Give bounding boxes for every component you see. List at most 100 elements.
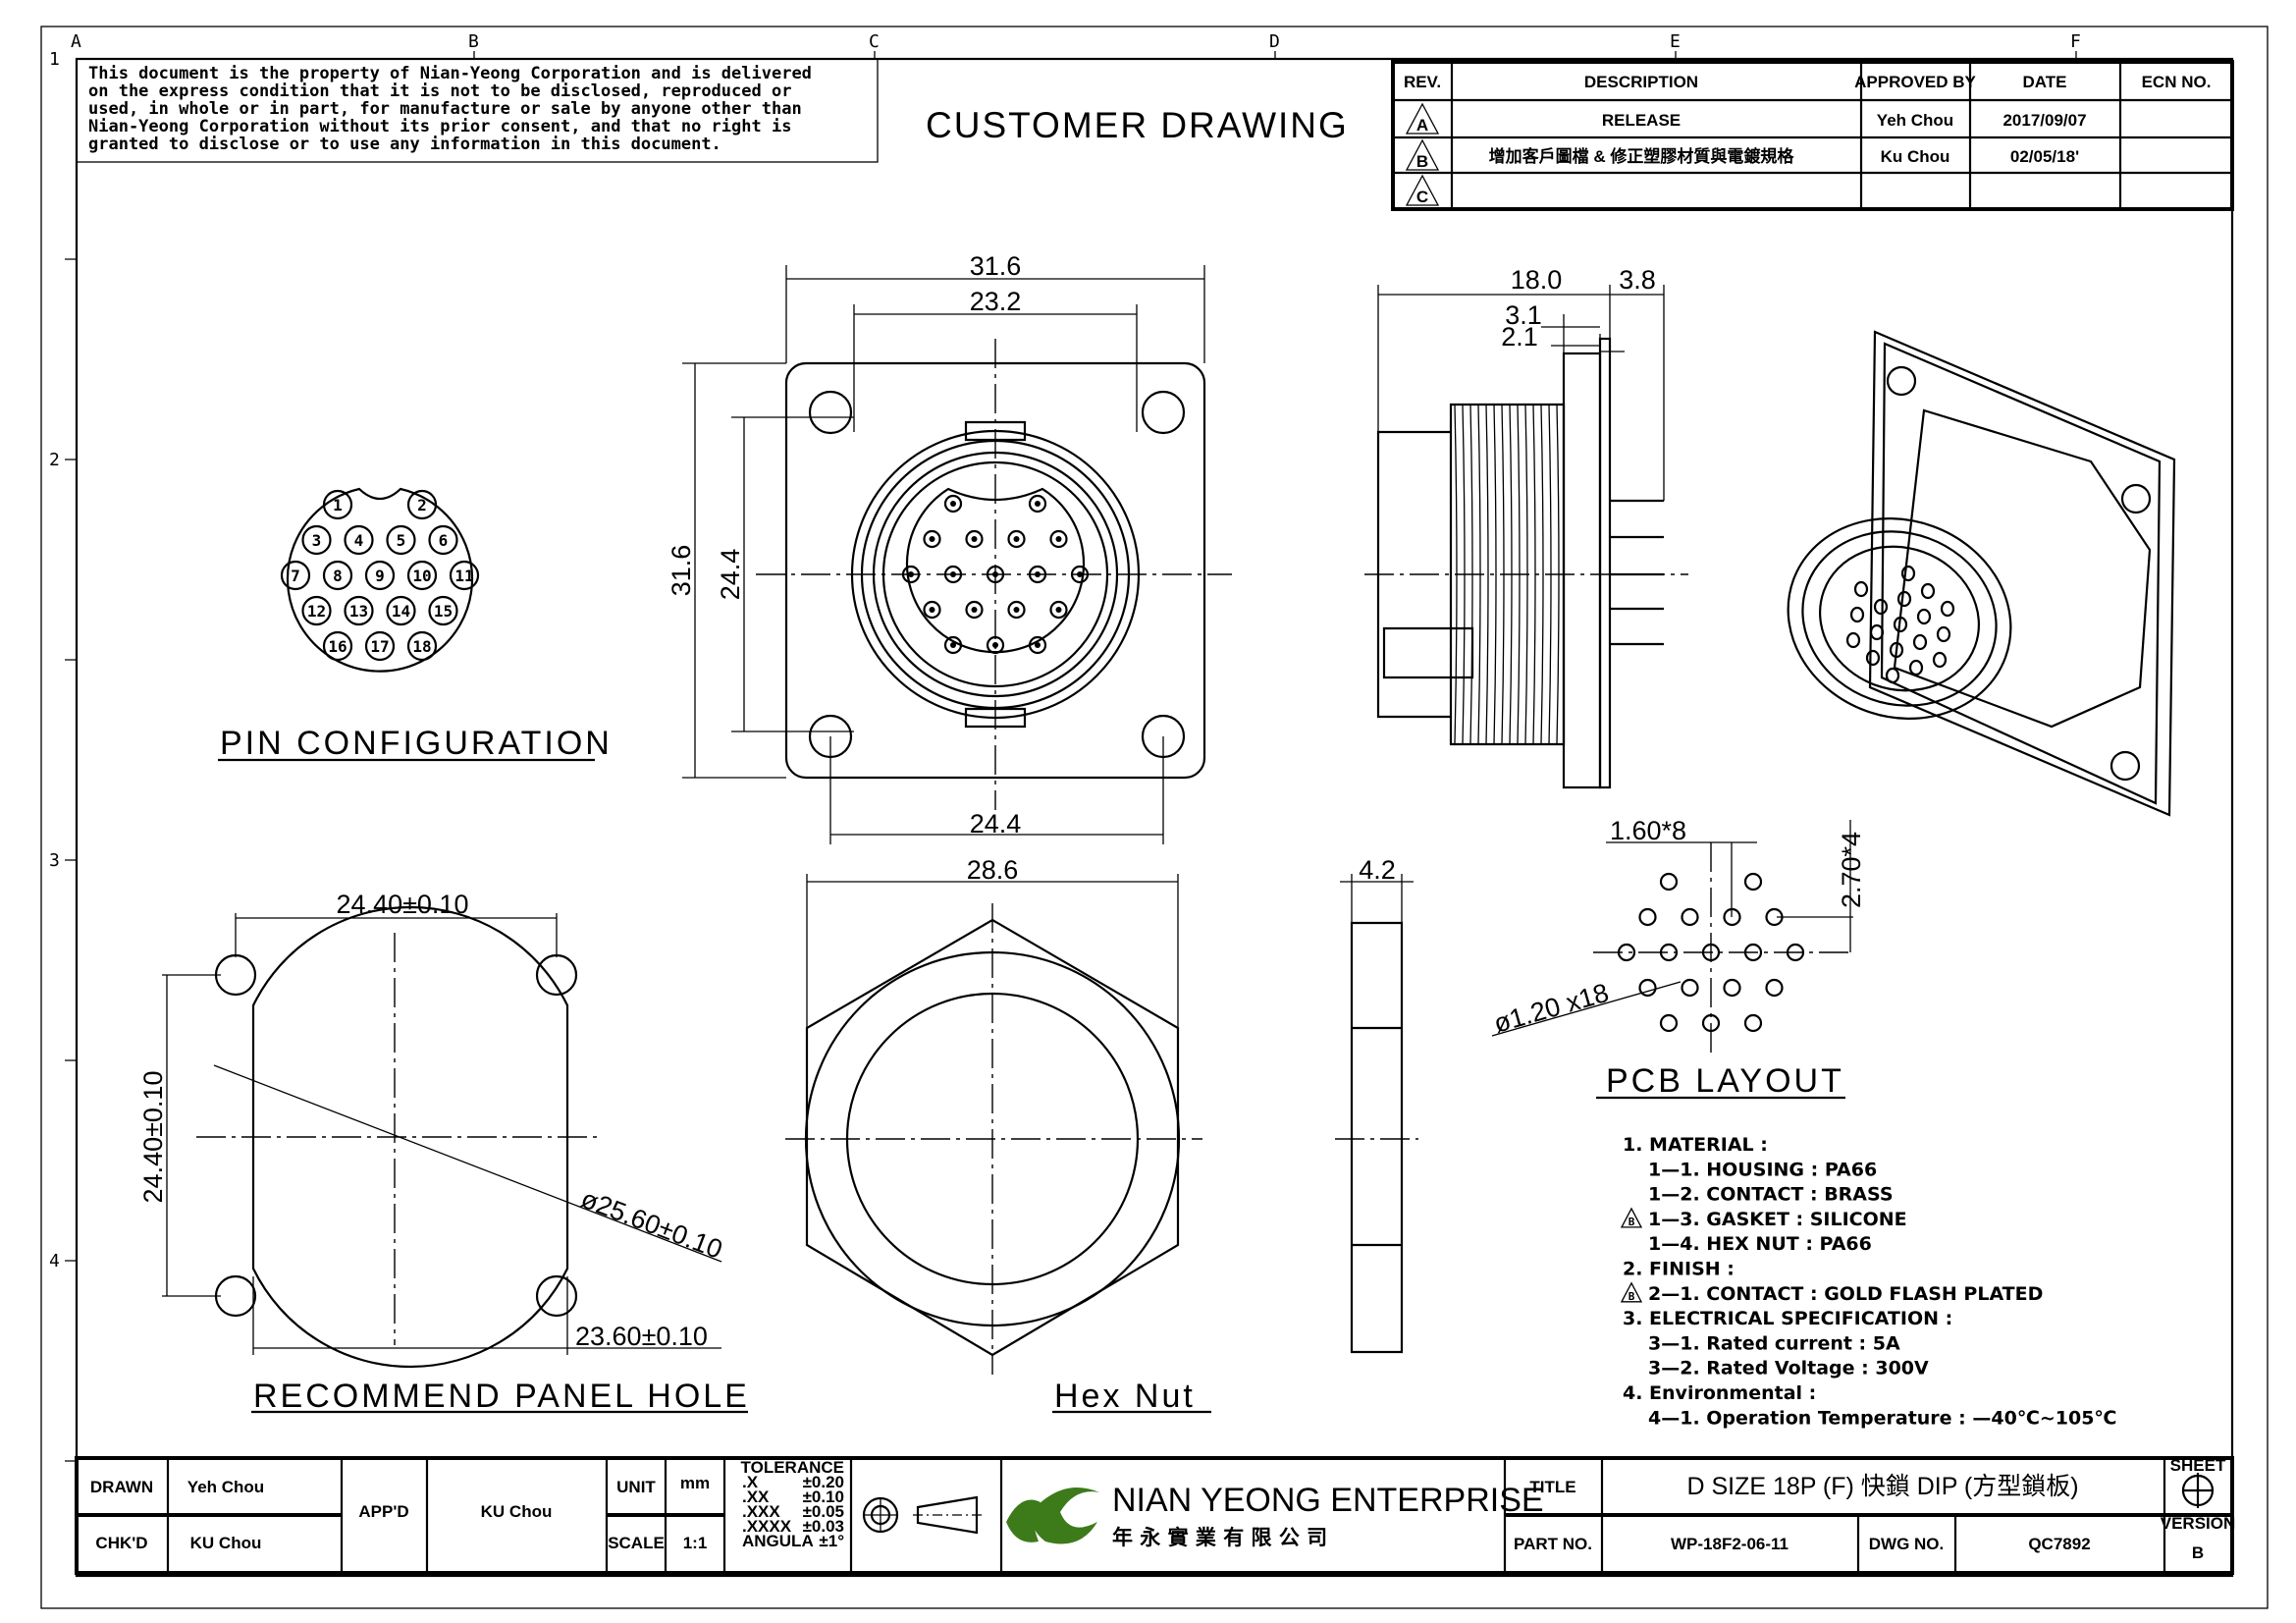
- tolerance-value: ±0.05: [803, 1502, 844, 1521]
- dim-front-width-inner: 23.2: [970, 287, 1022, 316]
- iso-contact: [1936, 625, 1951, 643]
- isometric-view: [1787, 330, 2176, 817]
- dwg-number-label: DWG NO.: [1869, 1535, 1945, 1553]
- pcb-hole: [1723, 978, 1741, 998]
- row-marker: 1: [49, 49, 60, 70]
- frame-row-markers: 1 2 3 4: [49, 49, 60, 1271]
- pin-number: 11: [454, 567, 473, 585]
- dim-panel-diameter: ø25.60±0.10: [577, 1184, 726, 1265]
- pcb-hole: [1659, 872, 1679, 892]
- pin-number: 8: [333, 567, 343, 585]
- pin-circle: [322, 560, 353, 591]
- iso-contact: [1849, 606, 1865, 623]
- rev-letter: B: [1416, 152, 1428, 171]
- pin-number: 7: [291, 567, 300, 585]
- title-label: TITLE: [1529, 1478, 1575, 1496]
- title-block: DRAWN Yeh Chou CHK'D KU Chou APP'D KU Ch…: [75, 1456, 2235, 1575]
- drawing-title: D SIZE 18P (F) 快鎖 DIP (方型鎖板): [1686, 1473, 2078, 1500]
- company-name: NIAN YEONG ENTERPRISE: [1112, 1482, 1544, 1519]
- recommend-panel-hole-view: 24.40±0.10 24.40±0.10 ø25.60±0.10 23.60±…: [138, 890, 750, 1415]
- iso-contact: [1912, 633, 1928, 651]
- iso-contact: [1893, 616, 1908, 633]
- dim-front-width-outer: 31.6: [970, 251, 1022, 281]
- dim-hex-across: 28.6: [967, 855, 1019, 885]
- note-revision-mark: B: [1629, 1216, 1635, 1228]
- pcb-layout-label: PCB LAYOUT: [1606, 1062, 1844, 1100]
- note-line: 4—1. Operation Temperature : —40℃~105℃: [1648, 1407, 2116, 1429]
- dim-side-length: 18.0: [1511, 265, 1563, 295]
- part-number: WP-18F2-06-11: [1671, 1535, 1789, 1553]
- rev-approved-by: Ku Chou: [1881, 147, 1950, 166]
- thread-line: [1493, 404, 1497, 745]
- note-line: 1—2. CONTACT : BRASS: [1648, 1184, 1894, 1206]
- pin-circle: [428, 524, 458, 556]
- part-number-label: PART NO.: [1514, 1535, 1592, 1553]
- tolerance-value: ±0.03: [803, 1517, 844, 1536]
- company-name-chinese: 年 永 實 業 有 限 公 司: [1112, 1526, 1327, 1549]
- pin-configuration-label: PIN CONFIGURATION: [220, 725, 613, 762]
- contact: [1028, 494, 1047, 514]
- dim-front-height-inner: 24.4: [716, 549, 745, 601]
- pin-number: 6: [439, 531, 449, 550]
- contact-center: [971, 607, 978, 613]
- dim-pcb-hole: ø1.20 x18: [1490, 978, 1612, 1039]
- pin-circle: [406, 489, 438, 520]
- iso-contact: [1932, 651, 1948, 669]
- projection-symbol-icon: [862, 1495, 982, 1535]
- date-header: DATE: [2022, 73, 2066, 91]
- version-value: B: [2192, 1543, 2204, 1562]
- revision-row: A RELEASE Yeh Chou 2017/09/07: [1405, 102, 2087, 135]
- pin-circle: [301, 595, 332, 626]
- pin-number: 5: [397, 531, 406, 550]
- col-marker: D: [1269, 31, 1280, 52]
- pin-circle: [428, 595, 458, 626]
- iso-contact: [1869, 623, 1885, 641]
- tolerance-label: TOLERANCE: [741, 1458, 844, 1477]
- pin-circle: [322, 489, 353, 520]
- dim-side-flange: 3.8: [1619, 265, 1656, 295]
- contact: [923, 600, 941, 620]
- customer-drawing-title: CUSTOMER DRAWING: [926, 105, 1349, 145]
- tolerance-precision: .XXXX: [742, 1517, 792, 1536]
- pin-number: 12: [307, 602, 326, 621]
- approved-value: KU Chou: [481, 1502, 553, 1521]
- checked-value: KU Chou: [190, 1534, 262, 1552]
- pin-circle: [344, 524, 374, 556]
- dim-side-d1: 3.1: [1505, 300, 1542, 330]
- pin-circle: [406, 560, 438, 591]
- note-line: 1. MATERIAL :: [1623, 1134, 1768, 1156]
- hex-nut-view: 28.6 Hex Nut 4.2: [785, 855, 1418, 1415]
- side-view: 18.0 3.8 3.1 2.1: [1364, 265, 1688, 789]
- note-line: 2. FINISH :: [1623, 1259, 1735, 1280]
- contact-center: [971, 536, 978, 542]
- pcb-hole: [1743, 872, 1763, 892]
- scale-label: SCALE: [608, 1534, 665, 1552]
- contact-center: [1035, 642, 1041, 648]
- unit-label: UNIT: [616, 1478, 656, 1496]
- thread-line: [1532, 404, 1536, 745]
- contact-center: [950, 642, 956, 648]
- pin-number: 3: [312, 531, 322, 550]
- pin-number: 14: [392, 602, 410, 621]
- thread-line: [1540, 404, 1544, 745]
- contact: [1049, 529, 1068, 549]
- panel-hole-label: RECOMMEND PANEL HOLE: [253, 1378, 750, 1415]
- checked-label: CHK'D: [95, 1534, 147, 1552]
- scale-value: 1:1: [683, 1534, 708, 1552]
- pcb-hole: [1681, 907, 1699, 927]
- contact: [1007, 600, 1026, 620]
- col-marker: C: [869, 31, 880, 52]
- revision-row: C: [1405, 174, 1440, 206]
- logo-swoosh-icon: [1006, 1499, 1041, 1542]
- row-marker: 3: [49, 850, 60, 871]
- contact-center: [929, 536, 935, 542]
- iso-contact: [1845, 631, 1861, 649]
- pin-circle: [322, 630, 353, 662]
- rev-date: 2017/09/07: [2002, 111, 2086, 130]
- contact-center: [1055, 536, 1062, 542]
- pin-circle: [280, 560, 311, 591]
- tolerance-value: ±0.20: [803, 1473, 844, 1491]
- note-line: 1—3. GASKET : SILICONE: [1648, 1209, 1907, 1230]
